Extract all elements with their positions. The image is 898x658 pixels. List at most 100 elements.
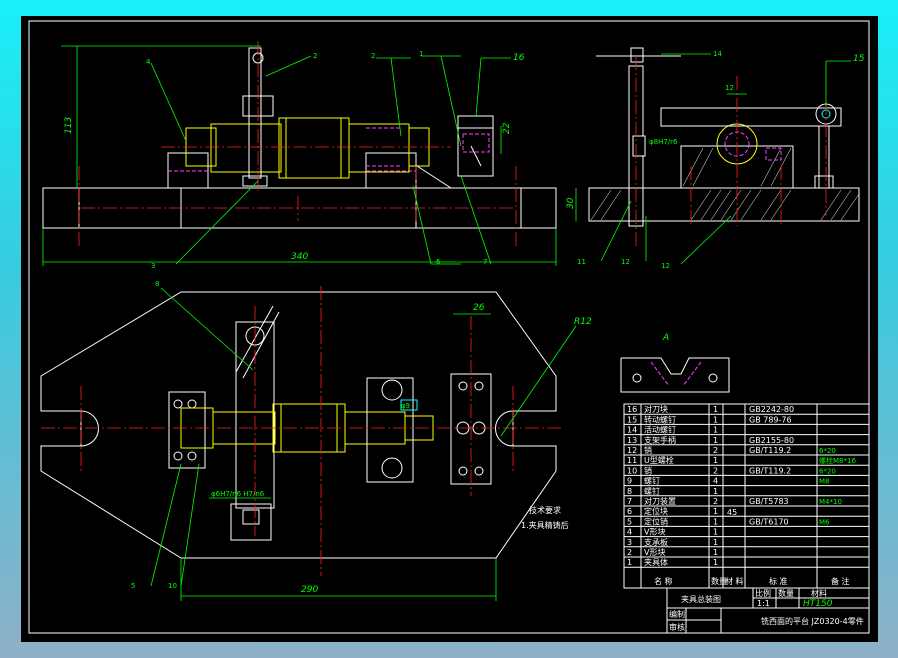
bom-cell-name: 活动螺钉 bbox=[644, 425, 676, 435]
workpiece-flange bbox=[210, 123, 282, 173]
dim-12: 12 bbox=[725, 84, 734, 92]
callout-14: 14 bbox=[713, 50, 722, 58]
title-material-label: 材料 bbox=[811, 588, 827, 598]
dim-length-340: 340 bbox=[291, 252, 308, 262]
bom-header-material: 材 料 bbox=[725, 576, 744, 586]
title-designer-label: 编制 bbox=[669, 609, 685, 619]
bom-cell-name: 对刀块 bbox=[644, 404, 668, 414]
notes-title: 技术要求 bbox=[529, 505, 561, 515]
bom-cell-std: GB2155-80 bbox=[749, 436, 794, 445]
bom-cell-std: GB/T119.2 bbox=[749, 446, 791, 455]
title-checker-label: 审核 bbox=[669, 622, 685, 632]
bom-cell-no: 8 bbox=[627, 487, 632, 496]
bom-cell-qty: 1 bbox=[713, 517, 718, 526]
front-base-plate bbox=[42, 187, 557, 229]
callout-3: 3 bbox=[151, 262, 155, 270]
plan-view: 290 26 R12 φ6H7/n6 H7/n6 φ9 8 5 10 bbox=[40, 280, 592, 601]
callout-12a: 12 bbox=[621, 258, 630, 266]
front-view: 113 340 22 4 2 2 1 16 3 6 7 bbox=[42, 41, 557, 270]
bom-cell-no: 10 bbox=[627, 466, 637, 475]
technical-notes: 技术要求 1.夹具精铸后 bbox=[521, 505, 569, 530]
section-a-detail: A bbox=[620, 333, 730, 393]
sheet-border bbox=[28, 20, 870, 634]
bom-cell-name: 定位块 bbox=[644, 506, 668, 516]
callout-6: 6 bbox=[436, 258, 441, 266]
bom-cell-note: M6 bbox=[819, 518, 830, 526]
callout-8: 8 bbox=[155, 280, 159, 288]
bom-cell-qty: 1 bbox=[713, 415, 718, 424]
bom-cell-name: 对刀装置 bbox=[644, 496, 676, 506]
bom-cell-std: GB/T119.2 bbox=[749, 466, 791, 475]
bom-cell-name: 支架手柄 bbox=[644, 435, 676, 445]
bom-cell-no: 1 bbox=[627, 558, 632, 567]
fit-phi9: φ9 bbox=[401, 402, 410, 410]
plan-left-v-block bbox=[168, 391, 206, 469]
bom-cell-no: 11 bbox=[627, 456, 637, 465]
bom-cell-name: V形块 bbox=[644, 527, 665, 537]
callout-11: 11 bbox=[577, 258, 586, 266]
plan-locating-pin-detail bbox=[230, 503, 272, 541]
bom-cell-note: 6*20 bbox=[819, 447, 836, 455]
callout-10: 10 bbox=[168, 582, 177, 590]
bom-cell-no: 6 bbox=[627, 507, 632, 516]
bom-cell-name: U型螺栓 bbox=[644, 455, 674, 465]
bom-cell-note: 6*20 bbox=[819, 467, 836, 475]
bom-cell-note: 螺栓M8*16 bbox=[819, 456, 856, 465]
title-block: 夹具总装图 比例 数量 材料 1:1 HT150 编制 审核 铣西面的平台 JZ… bbox=[666, 587, 870, 634]
side-view: 30 12 φ8H7/r6 14 15 11 12 12 bbox=[566, 47, 865, 270]
notes-line-1: 1.夹具精铸后 bbox=[521, 520, 569, 530]
bom-cell-no: 2 bbox=[627, 548, 632, 557]
bom-cell-no: 13 bbox=[627, 436, 637, 445]
bom-cell-name: 定位销 bbox=[644, 516, 668, 526]
bom-cell-name: V形块 bbox=[644, 547, 665, 557]
bom-header-remark: 备 注 bbox=[831, 576, 850, 586]
bom-cell-qty: 1 bbox=[713, 405, 718, 414]
callout-7: 7 bbox=[483, 258, 487, 266]
bom-cell-note: M8 bbox=[819, 478, 830, 486]
bom-cell-qty: 1 bbox=[713, 548, 718, 557]
callout-2a: 2 bbox=[313, 52, 317, 60]
bom-cell-qty: 1 bbox=[713, 456, 718, 465]
bom-cell-qty: 1 bbox=[713, 538, 718, 547]
dim-height-30: 30 bbox=[566, 197, 576, 209]
fixture-assembly-drawing: 113 340 22 4 2 2 1 16 3 6 7 bbox=[28, 20, 870, 634]
clamp-screw bbox=[248, 47, 262, 179]
bom-cell-qty: 4 bbox=[713, 477, 718, 486]
bom-cell-no: 16 bbox=[627, 405, 637, 414]
bom-cell-qty: 1 bbox=[713, 426, 718, 435]
bom-cell-note: M4*10 bbox=[819, 498, 842, 506]
bom-header-name: 名 称 bbox=[654, 576, 673, 586]
dim-22: 22 bbox=[502, 122, 512, 134]
bom-cell-name: 转动螺钉 bbox=[644, 414, 676, 424]
tool-setter-block bbox=[457, 115, 494, 177]
callout-16: 16 bbox=[513, 53, 525, 63]
callout-5: 5 bbox=[131, 582, 135, 590]
plan-clamp-arm bbox=[235, 321, 275, 509]
bom-cell-qty: 1 bbox=[713, 436, 718, 445]
drawing-sheet: 113 340 22 4 2 2 1 16 3 6 7 bbox=[21, 16, 878, 642]
dim-length-290: 290 bbox=[301, 585, 318, 595]
bom-cell-qty: 1 bbox=[713, 507, 718, 516]
bom-cell-no: 3 bbox=[627, 538, 632, 547]
bom-cell-no: 4 bbox=[627, 528, 632, 537]
side-clamp-bar bbox=[660, 107, 842, 127]
title-scale-label: 比例 bbox=[755, 588, 771, 598]
bom-cell-qty: 2 bbox=[713, 497, 718, 506]
bom-cell-qty: 2 bbox=[713, 446, 718, 455]
bom-cell-no: 14 bbox=[627, 426, 637, 435]
bom-cell-qty: 2 bbox=[713, 466, 718, 475]
bom-cell-no: 5 bbox=[627, 517, 632, 526]
bom-cell-name: 销 bbox=[644, 465, 652, 475]
bom-cell-name: 支承板 bbox=[644, 537, 668, 547]
fit-phi8: φ8H7/r6 bbox=[649, 138, 678, 146]
bom-cell-std: GB/T5783 bbox=[749, 497, 789, 506]
callout-2b: 2 bbox=[371, 52, 375, 60]
bom-material-mark-a: 45 bbox=[727, 508, 737, 517]
title-material: HT150 bbox=[803, 599, 833, 609]
dim-height-113: 113 bbox=[64, 117, 74, 134]
dim-width-26: 26 bbox=[473, 303, 485, 313]
bom-cell-name: 夹具体 bbox=[644, 557, 668, 567]
bom-cell-no: 12 bbox=[627, 446, 637, 455]
